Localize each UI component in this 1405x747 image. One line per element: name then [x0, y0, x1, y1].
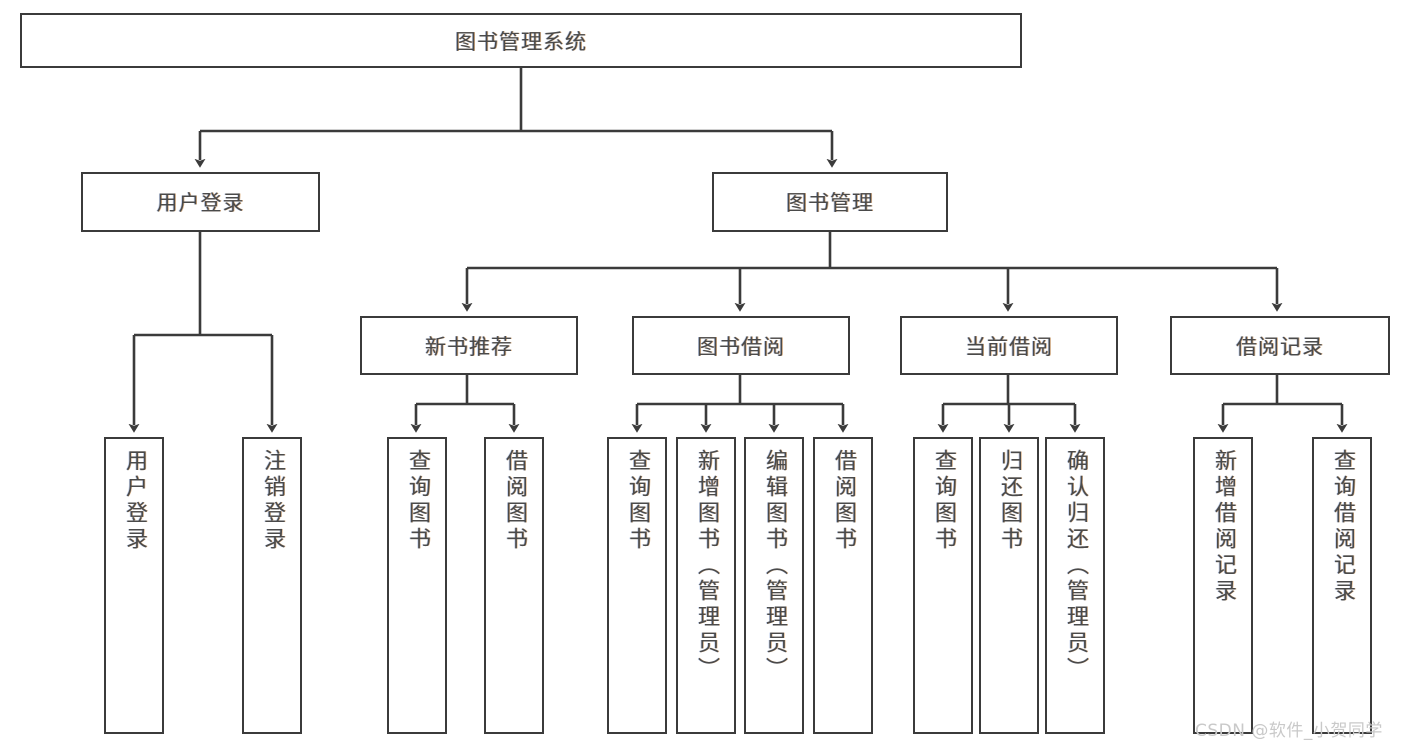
leaf-user-login-logout[interactable]: 注销登录 — [242, 437, 302, 734]
node-label: 查询图书 — [404, 449, 430, 553]
node-label: 查询图书 — [930, 449, 956, 553]
leaf-recommend-query-book[interactable]: 查询图书 — [387, 437, 447, 734]
node-label: 确认归还（管理员） — [1062, 449, 1088, 683]
node-user-login[interactable]: 用户登录 — [81, 172, 320, 232]
node-label: 新增图书（管理员） — [693, 449, 719, 683]
leaf-current-query-book[interactable]: 查询图书 — [913, 437, 973, 734]
leaf-borrow-borrow-book[interactable]: 借阅图书 — [813, 437, 873, 734]
leaf-record-query-record[interactable]: 查询借阅记录 — [1312, 437, 1372, 734]
node-label: 注销登录 — [259, 449, 285, 553]
node-label: 图书借阅 — [697, 334, 785, 359]
node-label: 查询借阅记录 — [1329, 449, 1355, 605]
node-label: 查询图书 — [624, 449, 650, 553]
watermark-text: CSDN @软件_小贺同学 — [1195, 721, 1383, 741]
node-current-borrow[interactable]: 当前借阅 — [900, 316, 1118, 375]
node-label: 图书管理 — [786, 191, 874, 215]
leaf-borrow-add-book-admin[interactable]: 新增图书（管理员） — [676, 437, 736, 734]
node-borrow-record[interactable]: 借阅记录 — [1170, 316, 1390, 375]
node-label: 用户登录 — [156, 191, 245, 215]
leaf-borrow-edit-book-admin[interactable]: 编辑图书（管理员） — [744, 437, 804, 734]
node-label: 新书推荐 — [425, 334, 513, 359]
node-label: 当前借阅 — [965, 334, 1053, 359]
node-book-management[interactable]: 图书管理 — [712, 172, 948, 232]
node-label: 借阅记录 — [1236, 334, 1324, 359]
leaf-recommend-borrow-book[interactable]: 借阅图书 — [484, 437, 544, 734]
node-label: 用户登录 — [121, 449, 147, 553]
leaf-user-login-login[interactable]: 用户登录 — [104, 437, 164, 734]
node-label: 新增借阅记录 — [1210, 449, 1236, 605]
node-root-system[interactable]: 图书管理系统 — [20, 13, 1022, 68]
leaf-borrow-query-book[interactable]: 查询图书 — [607, 437, 667, 734]
leaf-record-add-record[interactable]: 新增借阅记录 — [1193, 437, 1253, 734]
node-book-borrow[interactable]: 图书借阅 — [632, 316, 850, 375]
node-label: 借阅图书 — [830, 449, 856, 553]
node-label: 归还图书 — [996, 449, 1022, 553]
node-label: 图书管理系统 — [455, 29, 587, 54]
leaf-current-confirm-return-admin[interactable]: 确认归还（管理员） — [1045, 437, 1105, 734]
node-new-book-recommend[interactable]: 新书推荐 — [360, 316, 578, 375]
leaf-current-return-book[interactable]: 归还图书 — [979, 437, 1039, 734]
node-label: 编辑图书（管理员） — [761, 449, 787, 683]
node-label: 借阅图书 — [501, 449, 527, 553]
